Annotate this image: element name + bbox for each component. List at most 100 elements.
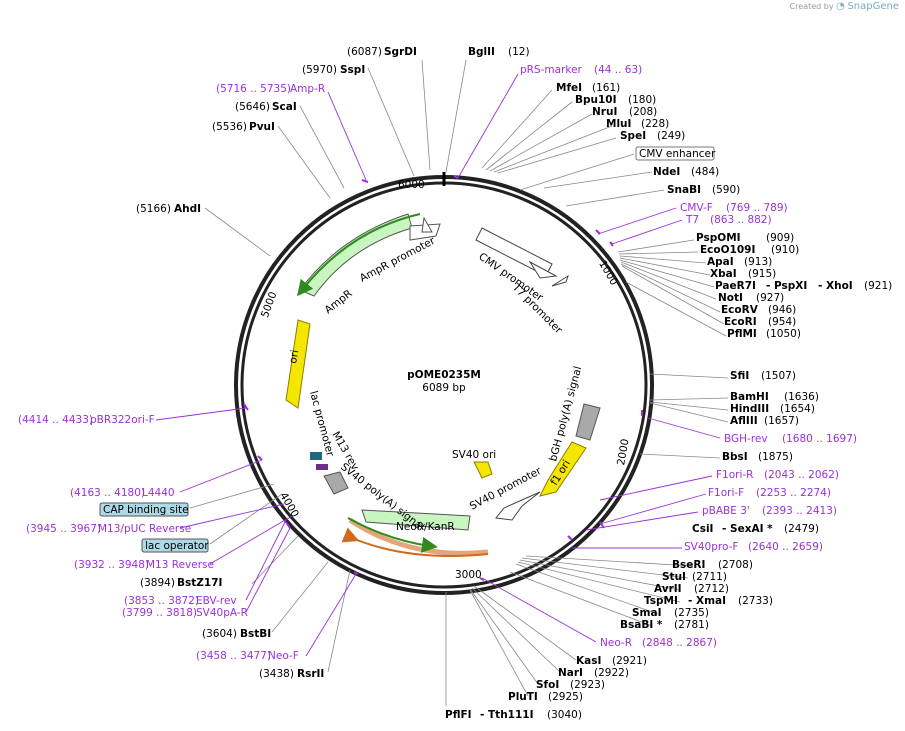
rsrii-label: RsrII — [297, 668, 324, 680]
snapgene-logo-icon: ◔ — [836, 1, 845, 12]
primer-leader-lines — [155, 73, 721, 657]
ampr-label: AmpR — [322, 288, 354, 317]
cap-binding-box — [99, 502, 189, 517]
bgh-polya-box — [575, 403, 601, 441]
bamhi-pos: (1636) — [784, 391, 819, 403]
pbr322-label: pBR322ori-F — [90, 414, 155, 426]
afliii-pos: (1657) — [764, 415, 799, 427]
ebvrev-label: EBV-rev — [196, 595, 237, 607]
sfii-label: SfiI — [730, 370, 749, 382]
bglii-pos: (12) — [508, 46, 530, 58]
sfii-pos: (1507) — [761, 370, 796, 382]
mlui-pos: (228) — [641, 118, 669, 130]
pspxi-label: - PspXI — [766, 280, 807, 292]
neof-label: Neo-F — [268, 650, 299, 662]
ndei-pos: (484) — [691, 166, 719, 178]
f1orif-label: F1ori-F — [708, 487, 744, 499]
bghrev-pos: (1680 .. 1697) — [782, 433, 857, 445]
bpu10i-label: Bpu10I — [575, 94, 617, 106]
tick-6000: 6000 — [398, 179, 425, 191]
tick-2000: 2000 — [615, 438, 631, 466]
sv40-promoter-arrow — [495, 491, 541, 521]
tick-1000: 1000 — [596, 258, 620, 287]
bstbi-label: BstBI — [240, 628, 271, 640]
primer-site-marks — [243, 175, 643, 581]
sv40par-label: SV40pA-R — [196, 607, 248, 619]
pvui-label: PvuI — [249, 121, 275, 133]
bglii-label: BglII — [468, 46, 495, 58]
sspi-pos: (5970) — [302, 64, 337, 76]
xmai-pos: (2733) — [738, 595, 773, 607]
f1orif-pos: (2253 .. 2274) — [756, 487, 831, 499]
spei-pos: (249) — [657, 130, 685, 142]
lac-promoter-label: lac promoter — [307, 390, 336, 459]
bseri-pos: (2708) — [718, 559, 753, 571]
tth111i-label: - Tth111I — [480, 709, 534, 721]
ampr-primer-pos: (5716 .. 5735) — [216, 83, 291, 95]
apai-label: ApaI — [707, 256, 734, 268]
cmvf-label: CMV-F — [680, 202, 713, 214]
ampr-primer-label: Amp-R — [290, 83, 325, 95]
sv40prof-pos: (2640 .. 2659) — [748, 541, 823, 553]
pluti-pos: (2925) — [548, 691, 583, 703]
snapgene-credit: Created by ◔ SnapGene — [790, 1, 899, 12]
sv40prof-label: SV40pro-F — [684, 541, 738, 553]
t7-pos: (863 .. 882) — [710, 214, 772, 226]
bamhi-label: BamHI — [730, 391, 769, 403]
lac-operator-box — [141, 538, 209, 553]
sspi-label: SspI — [340, 64, 365, 76]
kasi-pos: (2921) — [612, 655, 647, 667]
ecorv-label: EcoRV — [721, 304, 759, 316]
scai-pos: (5646) — [235, 101, 270, 113]
pflmi-pos: (1050) — [766, 328, 801, 340]
bstbi-pos: (3604) — [202, 628, 237, 640]
m13reverse-pos: (3932 .. 3948) — [74, 559, 149, 571]
ampr-arrow — [299, 213, 413, 297]
prs-marker-label: pRS-marker — [520, 64, 583, 76]
kasi-label: KasI — [576, 655, 601, 667]
pluti-label: PluTI — [508, 691, 538, 703]
neor-label: Neo-R — [600, 637, 632, 649]
f1orir-pos: (2043 .. 2062) — [764, 469, 839, 481]
plasmid-size: 6089 bp — [422, 382, 466, 394]
neo-kanr-label: NeoR/KanR — [396, 521, 455, 533]
credit-prefix: Created by — [789, 2, 834, 11]
pbr322-pos: (4414 .. 4433) — [18, 414, 93, 426]
bpu10i-pos: (180) — [628, 94, 656, 106]
plasmid-name: pOME0235M — [407, 369, 481, 381]
stui-pos: (2711) — [692, 571, 727, 583]
sgrdi-pos: (6087) — [347, 46, 382, 58]
f1-ori-arrow — [539, 441, 587, 497]
xhoi-label: - XhoI — [818, 280, 853, 292]
credit-brand: SnapGene — [847, 1, 899, 12]
neo-orange-arrow — [341, 527, 489, 557]
apai-pos: (913) — [744, 256, 772, 268]
ecori-label: EcoRI — [724, 316, 757, 328]
xmai-label: - XmaI — [688, 595, 726, 607]
pflmi-label: PflMI — [727, 328, 757, 340]
tth111i-pos: (3040) — [547, 709, 582, 721]
cmv-promoter-head — [528, 260, 558, 279]
ecori-pos: (954) — [768, 316, 796, 328]
m13reverse-label: M13 Reverse — [146, 559, 214, 571]
sv40-ori-label: SV40 ori — [452, 449, 496, 461]
afliii-label: AflIII — [730, 415, 758, 427]
smai-label: SmaI — [632, 607, 662, 619]
sv40-polya-box — [323, 471, 349, 495]
avrii-label: AvrII — [654, 583, 682, 595]
lac-operator-feature — [316, 464, 328, 470]
pbabe3-pos: (2393 .. 2413) — [762, 505, 837, 517]
nari-pos: (2922) — [594, 667, 629, 679]
bsabi-label: BsaBI * — [620, 619, 663, 631]
bseri-label: BseRI — [672, 559, 705, 571]
neo-orange-feature — [348, 517, 489, 556]
l4440-label: L4440 — [142, 487, 175, 499]
bstz17i-label: BstZ17I — [177, 577, 222, 589]
ecorv-pos: (946) — [768, 304, 796, 316]
t7-label: T7 — [685, 214, 699, 226]
m13puc-label: M13/pUC Reverse — [98, 523, 191, 535]
xbai-pos: (915) — [748, 268, 776, 280]
spei-label: SpeI — [620, 130, 646, 142]
ampr-green-arrow — [297, 213, 421, 297]
